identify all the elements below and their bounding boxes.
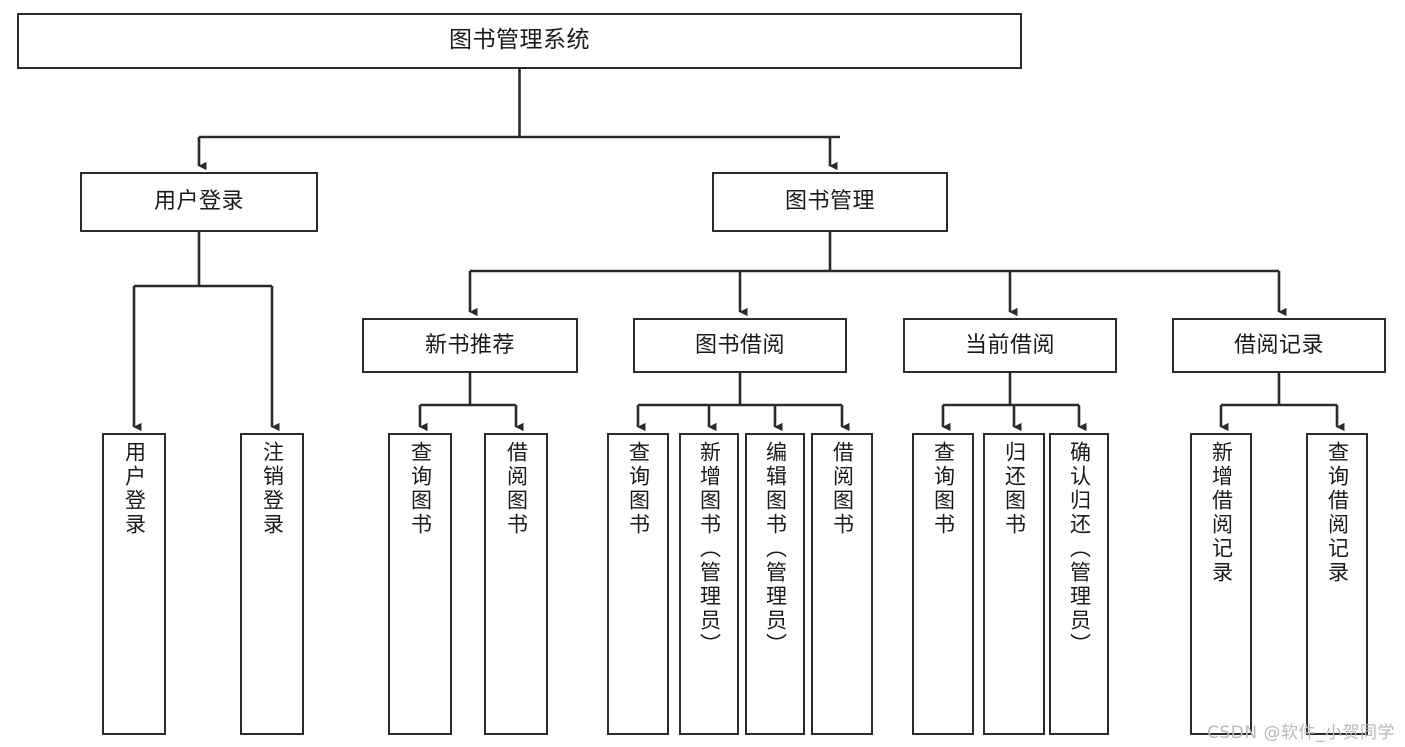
node-label: 注销登录 <box>260 441 285 537</box>
leaf-current-confirm-return-admin[interactable]: 确认归还（管理员） <box>1049 433 1109 735</box>
node-label: 用户登录 <box>153 189 244 215</box>
node-label: 编辑图书（管理员） <box>763 441 788 657</box>
node-book-borrow[interactable]: 图书借阅 <box>633 318 847 373</box>
leaf-user-logout[interactable]: 注销登录 <box>240 433 304 735</box>
leaf-book-borrow[interactable]: 借阅图书 <box>811 433 873 735</box>
leaf-book-query[interactable]: 查询图书 <box>607 433 669 735</box>
node-label: 查询图书 <box>408 441 433 537</box>
node-user-login[interactable]: 用户登录 <box>80 172 318 232</box>
node-label: 图书管理 <box>784 189 875 215</box>
node-label: 查询图书 <box>626 441 651 537</box>
node-label: 确认归还（管理员） <box>1067 441 1092 657</box>
leaf-new-query-book[interactable]: 查询图书 <box>388 433 452 735</box>
leaf-book-add-admin[interactable]: 新增图书（管理员） <box>679 433 739 735</box>
node-label: 借阅图书 <box>830 441 855 537</box>
leaf-record-query[interactable]: 查询借阅记录 <box>1306 433 1368 735</box>
leaf-book-edit-admin[interactable]: 编辑图书（管理员） <box>745 433 805 735</box>
node-label: 新书推荐 <box>424 332 515 358</box>
node-label: 当前借阅 <box>964 332 1055 358</box>
node-label: 借阅记录 <box>1233 332 1324 358</box>
node-book-management[interactable]: 图书管理 <box>712 172 948 232</box>
leaf-record-add[interactable]: 新增借阅记录 <box>1190 433 1252 735</box>
node-root-system[interactable]: 图书管理系统 <box>17 13 1022 69</box>
node-label: 查询图书 <box>931 441 956 537</box>
node-label: 归还图书 <box>1002 441 1027 537</box>
node-new-book-recommend[interactable]: 新书推荐 <box>362 318 578 373</box>
watermark-text: CSDN @软件_小贺同学 <box>1207 723 1395 743</box>
node-borrow-record[interactable]: 借阅记录 <box>1172 318 1386 373</box>
leaf-user-login[interactable]: 用户登录 <box>102 433 166 735</box>
node-label: 图书管理系统 <box>449 27 590 54</box>
node-label: 新增图书（管理员） <box>697 441 722 657</box>
node-label: 借阅图书 <box>504 441 529 537</box>
leaf-current-query-book[interactable]: 查询图书 <box>912 433 974 735</box>
node-label: 图书借阅 <box>694 332 785 358</box>
leaf-new-borrow-book[interactable]: 借阅图书 <box>484 433 548 735</box>
node-label: 用户登录 <box>122 441 147 537</box>
leaf-current-return-book[interactable]: 归还图书 <box>983 433 1045 735</box>
node-label: 新增借阅记录 <box>1209 441 1234 585</box>
node-current-borrow[interactable]: 当前借阅 <box>903 318 1117 373</box>
node-label: 查询借阅记录 <box>1325 441 1350 585</box>
